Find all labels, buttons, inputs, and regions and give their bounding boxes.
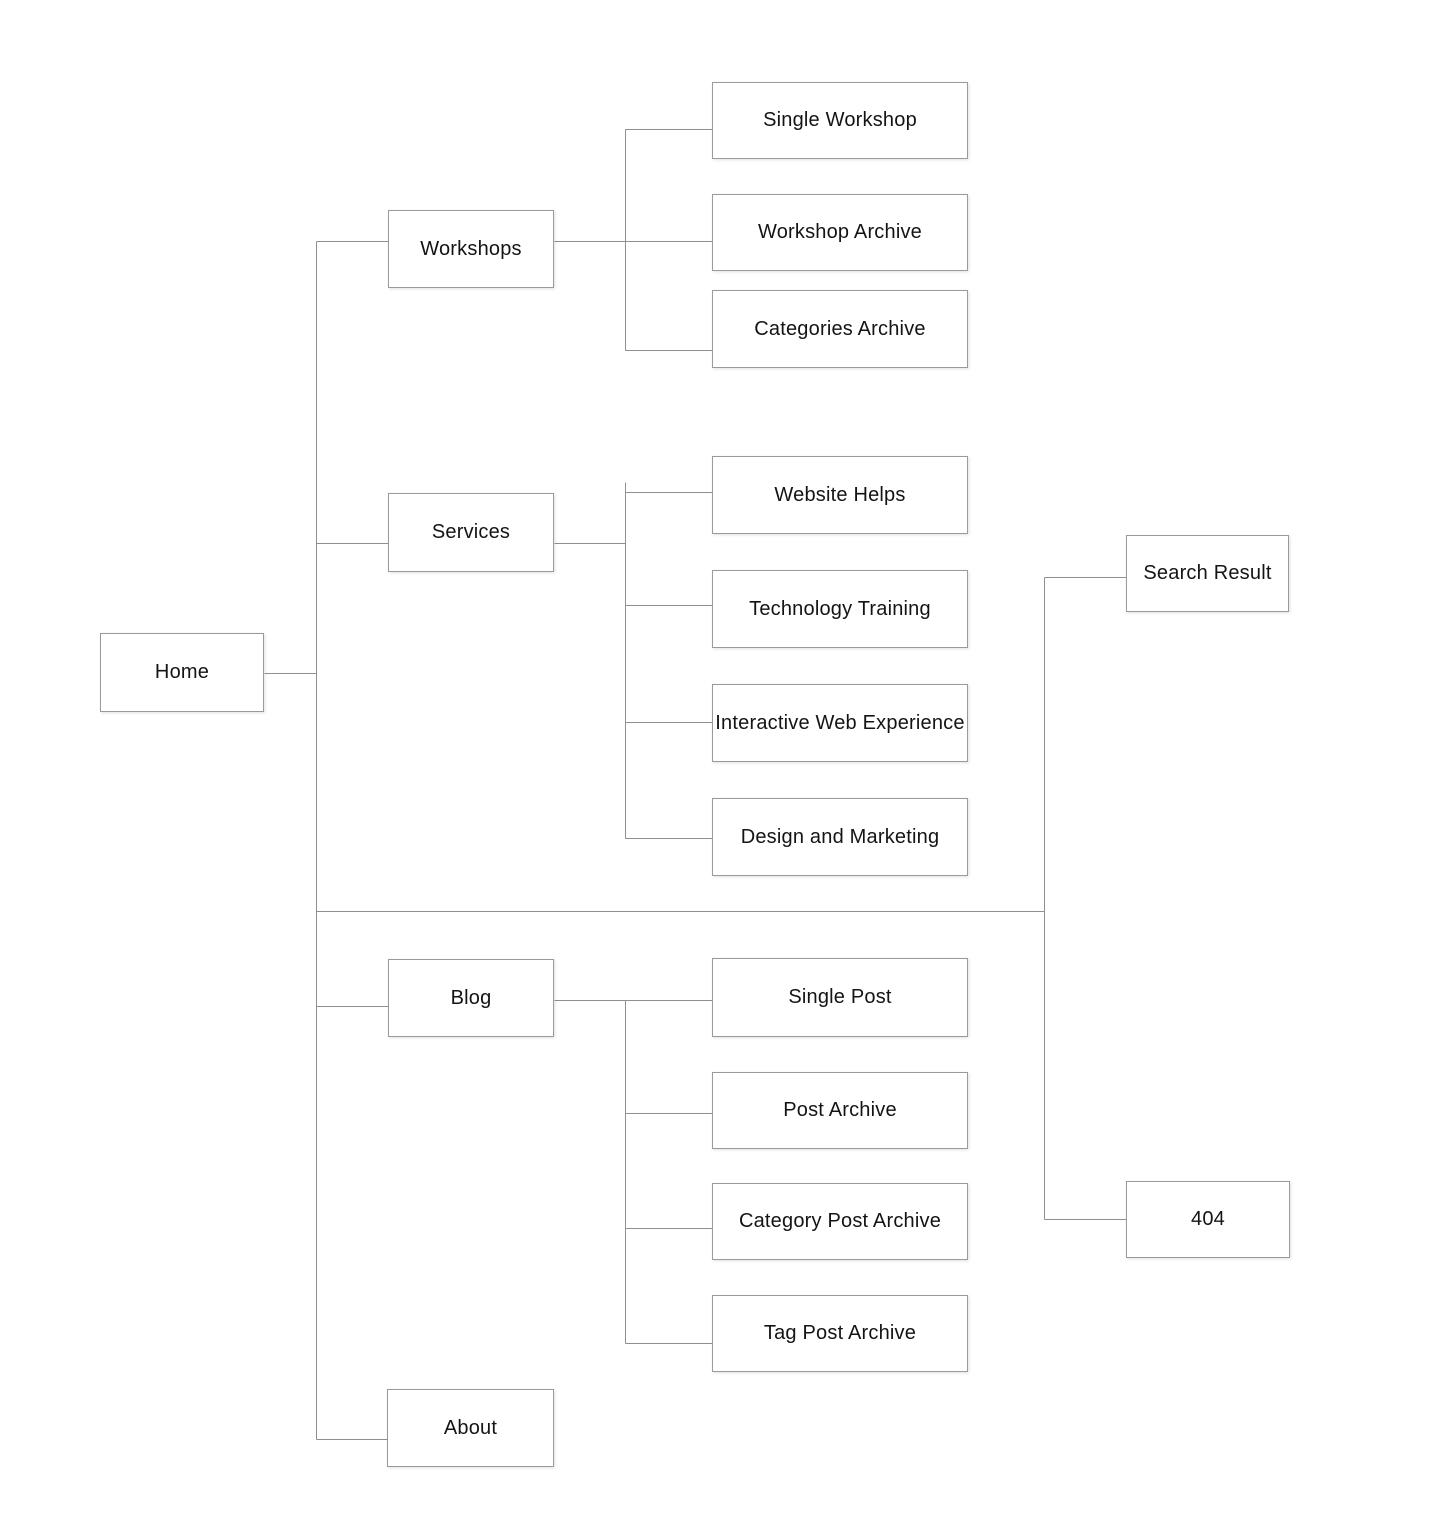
node-label-workshops: Workshops: [420, 237, 522, 260]
node-label-services: Services: [431, 521, 511, 543]
node-404[interactable]: 404: [1126, 1181, 1290, 1258]
node-interactive-web-experience[interactable]: Interactive Web Experience: [712, 684, 968, 762]
node-label-website-helps: Website Helps: [774, 483, 906, 506]
node-technology-training[interactable]: Technology Training: [712, 570, 968, 648]
node-label-404: 404: [1191, 1208, 1225, 1230]
node-single-workshop[interactable]: Single Workshop: [712, 82, 968, 159]
node-label-search-result: Search Result: [1143, 562, 1272, 584]
node-label-home: Home: [154, 661, 210, 683]
node-label-blog: Blog: [450, 986, 492, 1009]
node-search-result[interactable]: Search Result: [1126, 535, 1289, 612]
node-label-categories-archive: Categories Archive: [754, 317, 926, 340]
node-website-helps[interactable]: Website Helps: [712, 456, 968, 534]
node-label-design-and-marketing: Design and Marketing: [740, 825, 940, 848]
node-design-and-marketing[interactable]: Design and Marketing: [712, 798, 968, 876]
node-workshop-archive[interactable]: Workshop Archive: [712, 194, 968, 271]
node-services[interactable]: Services: [388, 493, 554, 572]
node-label-single-workshop: Single Workshop: [763, 109, 917, 131]
node-blog[interactable]: Blog: [388, 959, 554, 1037]
node-home[interactable]: Home: [100, 633, 264, 712]
node-workshops[interactable]: Workshops: [388, 210, 554, 288]
node-single-post[interactable]: Single Post: [712, 958, 968, 1037]
node-label-workshop-archive: Workshop Archive: [757, 221, 922, 243]
node-label-technology-training: Technology Training: [749, 597, 931, 620]
node-label-category-post-archive: Category Post Archive: [738, 1210, 942, 1232]
node-tag-post-archive[interactable]: Tag Post Archive: [712, 1295, 968, 1372]
node-categories-archive[interactable]: Categories Archive: [712, 290, 968, 368]
node-label-about: About: [443, 1416, 498, 1439]
node-post-archive[interactable]: Post Archive: [712, 1072, 968, 1149]
node-about[interactable]: About: [387, 1389, 554, 1467]
node-label-single-post: Single Post: [788, 986, 892, 1008]
node-label-post-archive: Post Archive: [783, 1099, 897, 1121]
node-label-tag-post-archive: Tag Post Archive: [763, 1322, 917, 1344]
node-label-interactive-web-experience: Interactive Web Experience: [715, 711, 965, 734]
node-category-post-archive[interactable]: Category Post Archive: [712, 1183, 968, 1260]
